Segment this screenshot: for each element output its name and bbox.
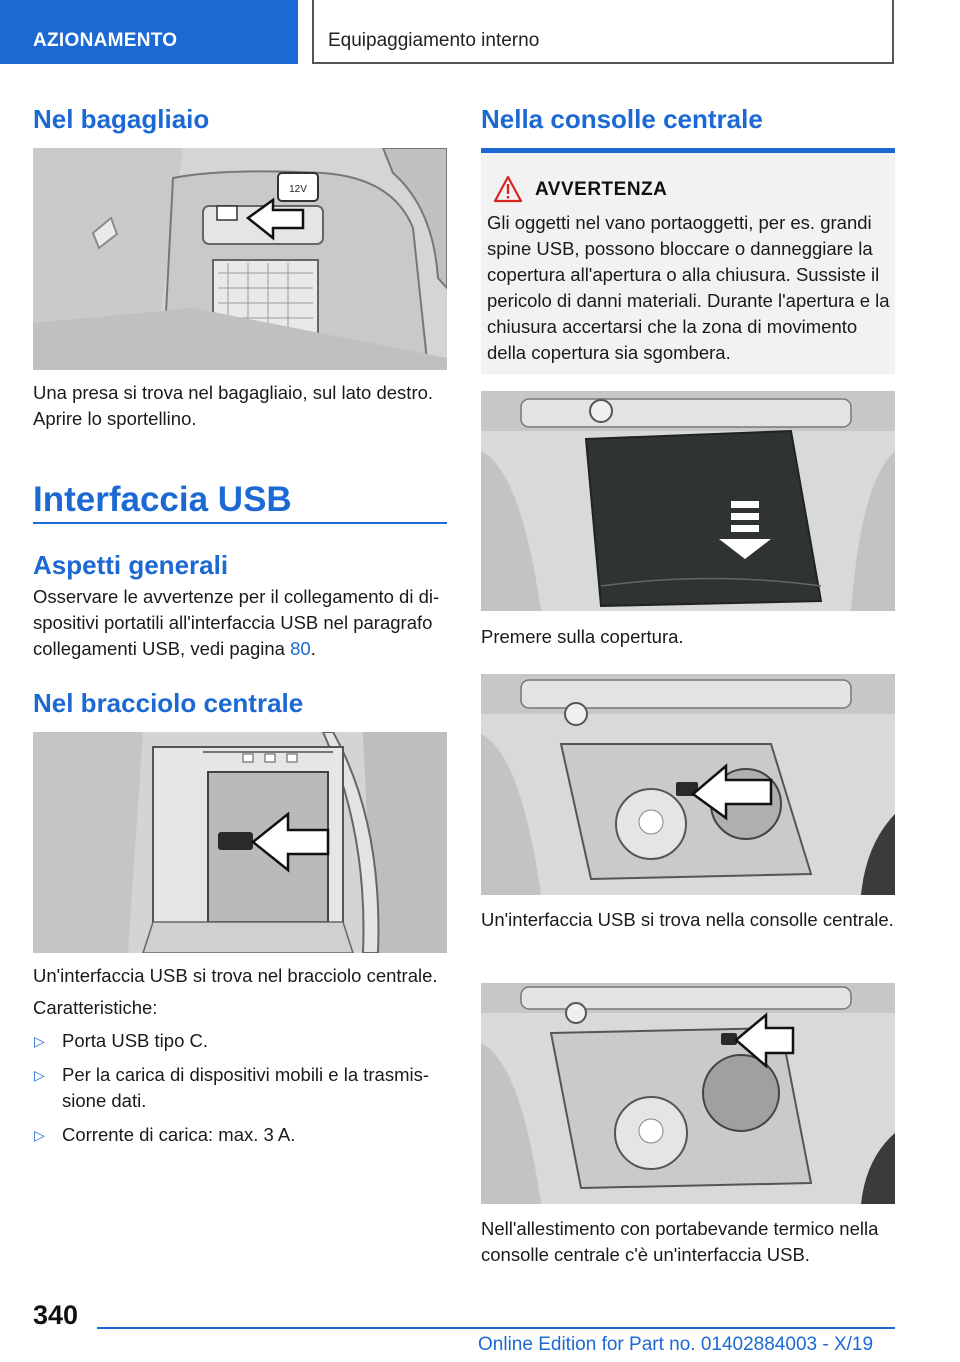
features-list: ▷ Porta USB tipo C. ▷ Per la carica di dis…	[33, 1028, 447, 1156]
page-number: 340	[33, 1300, 79, 1330]
general-text-body: Osservare le avvertenze per il collegame…	[33, 586, 440, 659]
general-text-end: .	[310, 638, 316, 659]
warning-title: AVVERTENZA	[535, 179, 668, 200]
heading-general: Aspetti generali	[33, 550, 229, 580]
armrest-text: Un'interfaccia USB si trova nel bracciol…	[33, 965, 438, 986]
page-link[interactable]: 80	[290, 638, 311, 659]
figure-console-cover	[481, 391, 895, 611]
heading-armrest: Nel bracciolo centrale	[33, 688, 304, 718]
general-text: Osservare le avvertenze per il collegame…	[33, 584, 447, 662]
figure-console-usb	[481, 674, 895, 895]
list-item: ▷ Porta USB tipo C.	[33, 1028, 447, 1054]
bullet-triangle-icon: ▷	[34, 1033, 45, 1049]
warning-box: AVVERTENZA Gli oggetti nel vano portaogg…	[481, 148, 895, 374]
heading-usb-interface: Interfaccia USB	[33, 480, 292, 519]
caption-press-cover: Premere sulla copertura.	[481, 626, 684, 647]
socket-label: 12V	[289, 184, 307, 195]
list-item: ▷ Per la carica di dispositivi mobili e l…	[33, 1062, 447, 1114]
warning-triangle-icon	[493, 175, 523, 203]
chapter-title: Equipaggiamento interno	[312, 0, 894, 64]
list-item-text: Porta USB tipo C.	[62, 1030, 209, 1051]
figure-armrest-usb	[33, 732, 447, 953]
luggage-text: Una presa si trova nel bagagliaio, sul l…	[33, 382, 434, 429]
warning-text: Gli oggetti nel vano portaoggetti, per e…	[487, 212, 890, 363]
list-item-text: Per la carica di dispositivi mobili e la…	[62, 1064, 430, 1111]
features-label: Caratteristiche:	[33, 997, 158, 1018]
list-item: ▷ Corrente di carica: max. 3 A.	[33, 1122, 447, 1148]
list-item-text: Corrente di carica: max. 3 A.	[62, 1124, 296, 1145]
footer-rule	[97, 1327, 895, 1329]
heading-luggage: Nel bagagliaio	[33, 104, 210, 134]
heading-rule	[33, 522, 447, 524]
caption-thermal: Nell'allestimento con portabevande termi…	[481, 1218, 879, 1265]
caption-console-usb: Un'interfaccia USB si trova nella consol…	[481, 909, 894, 930]
footer-edition: Online Edition for Part no. 01402884003 …	[478, 1334, 874, 1355]
bullet-triangle-icon: ▷	[34, 1067, 45, 1083]
figure-thermal-cupholder	[481, 983, 895, 1204]
section-tab[interactable]: AZIONAMENTO	[0, 0, 298, 64]
figure-luggage-socket: 12V	[33, 148, 447, 370]
bullet-triangle-icon: ▷	[34, 1127, 45, 1143]
heading-center-console: Nella consolle centrale	[481, 104, 763, 134]
